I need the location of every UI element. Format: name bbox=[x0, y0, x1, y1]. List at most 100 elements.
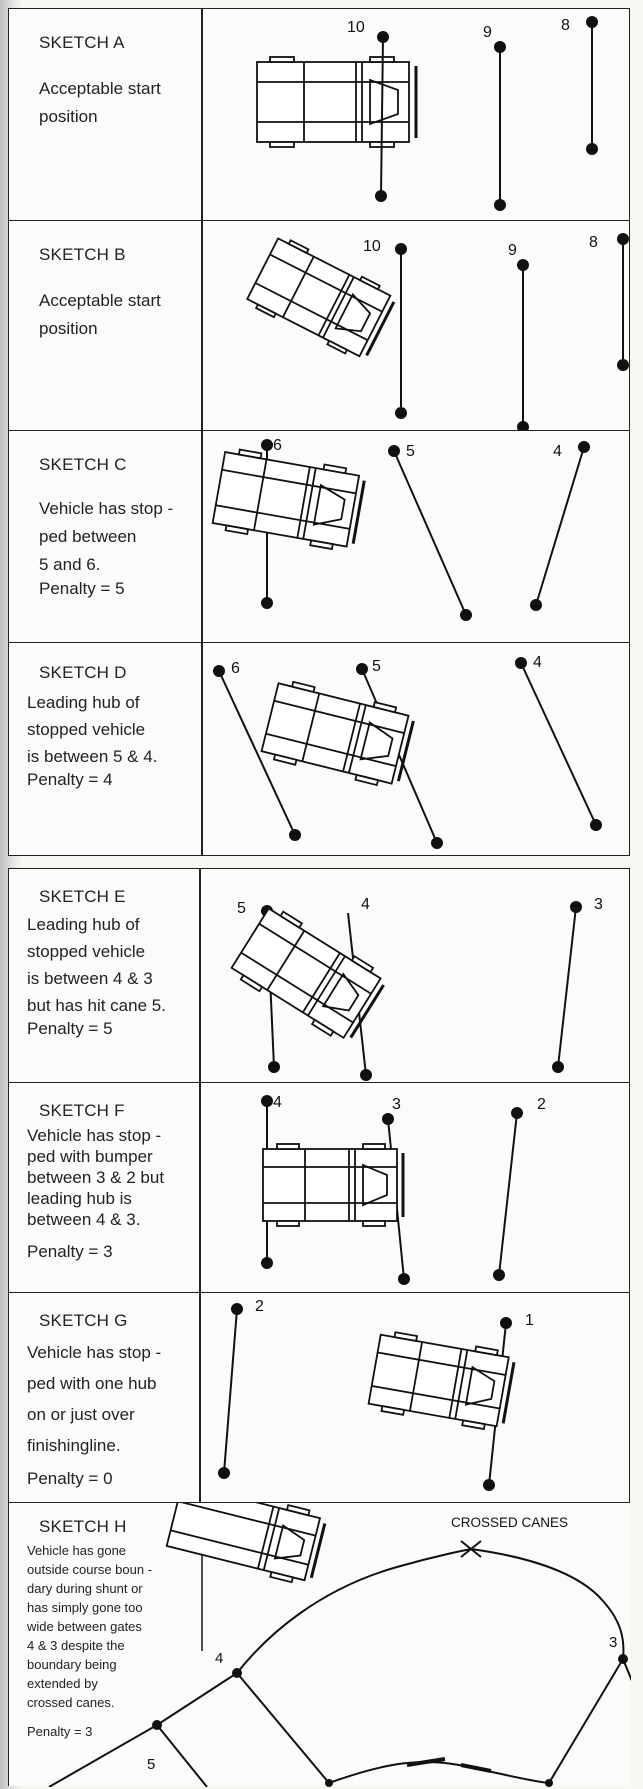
vehicle-icon bbox=[165, 1503, 327, 1584]
cane-5 bbox=[388, 445, 472, 621]
cane-label: 2 bbox=[537, 1096, 546, 1113]
vehicle-icon bbox=[260, 680, 415, 787]
cane-label: 4 bbox=[215, 1650, 223, 1667]
course-lines bbox=[48, 1658, 631, 1787]
sketch-h-label: SKETCH H Vehicle has gone outside course… bbox=[19, 1513, 209, 1739]
cane-label: 4 bbox=[533, 654, 542, 671]
cane-label: 9 bbox=[508, 242, 517, 259]
cane-label: 8 bbox=[561, 17, 570, 34]
sketch-title: SKETCH H bbox=[39, 1517, 127, 1536]
sketch-g-drawing: 2 1 bbox=[218, 1298, 534, 1491]
cane-8 bbox=[586, 16, 598, 155]
sketch-e-label: SKETCH E Leading hub of stopped vehicle … bbox=[19, 879, 199, 1039]
vehicle-icon bbox=[211, 448, 366, 551]
cane-3 bbox=[552, 901, 582, 1073]
sketch-g-panel: SKETCH G Vehicle has stop - ped with one… bbox=[8, 1292, 630, 1504]
cane-2 bbox=[218, 1303, 243, 1479]
cane-label: 6 bbox=[231, 660, 240, 677]
panel-divider bbox=[199, 1083, 201, 1293]
penalty-text: Penalty = 3 bbox=[27, 1724, 93, 1739]
cane-label: 4 bbox=[273, 1094, 282, 1111]
sketch-b-drawing: 10 9 8 bbox=[246, 233, 629, 433]
cane-label: 5 bbox=[237, 900, 246, 917]
sketch-e-panel: SKETCH E Leading hub of stopped vehicle … bbox=[8, 868, 630, 1084]
panel-divider bbox=[201, 431, 203, 643]
sketch-e-drawing: 5 4 3 bbox=[230, 896, 603, 1081]
cane-label: 5 bbox=[372, 658, 381, 675]
vehicle-icon bbox=[230, 907, 385, 1040]
sketch-description: Leading hub of stopped vehicle is betwee… bbox=[27, 915, 166, 1015]
cane-label: 10 bbox=[363, 238, 381, 255]
cane-label: 1 bbox=[525, 1312, 534, 1329]
penalty-text: Penalty = 3 bbox=[27, 1242, 113, 1261]
sketch-title: SKETCH C bbox=[39, 455, 127, 474]
penalty-text: Penalty = 5 bbox=[39, 579, 125, 598]
cane-label: 10 bbox=[347, 19, 365, 36]
cane-4 bbox=[515, 657, 602, 831]
vehicle-icon bbox=[256, 56, 418, 148]
sketch-description: Leading hub of stopped vehicle is betwee… bbox=[27, 693, 158, 766]
cane-label: 8 bbox=[589, 234, 598, 251]
sketch-description: Vehicle has stop - ped with one hub on o… bbox=[27, 1343, 162, 1455]
sketch-b-label: SKETCH B Acceptable start position bbox=[19, 231, 199, 343]
cane-4 bbox=[530, 441, 590, 611]
vehicle-icon bbox=[367, 1331, 516, 1431]
cane-label: 3 bbox=[594, 896, 603, 913]
cane-10 bbox=[375, 31, 389, 202]
sketch-title: SKETCH F bbox=[39, 1101, 125, 1120]
cane-10 bbox=[395, 243, 407, 419]
cane-label: 3 bbox=[392, 1096, 401, 1113]
sketch-f-label: SKETCH F Vehicle has stop - ped with bum… bbox=[19, 1093, 199, 1262]
sketch-description: Vehicle has gone outside course boun - d… bbox=[27, 1543, 153, 1710]
cane-label: 5 bbox=[406, 443, 415, 460]
cane-label: 6 bbox=[273, 437, 282, 454]
sketch-c-panel: SKETCH C Vehicle has stop - ped between … bbox=[8, 430, 630, 644]
sketch-title: SKETCH D bbox=[39, 663, 127, 682]
penalty-text: Penalty = 4 bbox=[27, 770, 113, 789]
cane-4-marker bbox=[232, 1668, 242, 1678]
sketch-h-panel: SKETCH H Vehicle has gone outside course… bbox=[8, 1502, 631, 1787]
sketch-d-label: SKETCH D Leading hub of stopped vehicle … bbox=[19, 653, 199, 790]
cane-label: 5 bbox=[147, 1756, 155, 1773]
penalty-text: Penalty = 5 bbox=[27, 1019, 113, 1038]
cane-label: 4 bbox=[361, 896, 370, 913]
cane-5-marker bbox=[152, 1720, 162, 1730]
cane-8 bbox=[617, 233, 629, 371]
cane-6 bbox=[213, 665, 301, 841]
cane-5-line bbox=[356, 663, 443, 849]
sketch-title: SKETCH B bbox=[39, 245, 126, 264]
sketch-title: SKETCH G bbox=[39, 1311, 128, 1330]
panel-divider bbox=[199, 1293, 201, 1503]
panel-divider bbox=[201, 643, 203, 855]
sketch-description: Vehicle has stop - ped between 5 and 6. bbox=[39, 499, 174, 574]
sketch-f-panel: SKETCH F Vehicle has stop - ped with bum… bbox=[8, 1082, 630, 1294]
sketch-a-drawing: 10 9 8 bbox=[256, 16, 598, 211]
sketch-b-panel: SKETCH B Acceptable start position bbox=[8, 220, 630, 433]
cane-label: 2 bbox=[255, 1298, 264, 1315]
panel-divider bbox=[201, 9, 203, 221]
sketch-c-drawing: 6 5 4 bbox=[211, 437, 590, 621]
sketch-a-label: SKETCH A Acceptable start position bbox=[19, 19, 199, 131]
sketch-title: SKETCH E bbox=[39, 887, 126, 906]
crossed-canes-label: CROSSED CANES bbox=[451, 1515, 568, 1530]
sketch-f-drawing: 4 3 2 bbox=[261, 1094, 546, 1285]
sketch-description: Acceptable start position bbox=[39, 291, 161, 338]
sketch-h-drawing: CROSSED CANES 4 3 5 bbox=[48, 1503, 631, 1787]
sketch-d-drawing: 6 5 4 bbox=[213, 654, 602, 849]
crossed-canes-icon bbox=[460, 1540, 482, 1558]
sketch-c-label: SKETCH C Vehicle has stop - ped between … bbox=[19, 441, 199, 599]
cane-9 bbox=[494, 41, 506, 211]
cane-3-marker bbox=[618, 1654, 628, 1664]
sketch-description: Acceptable start position bbox=[39, 79, 161, 126]
cane-label: 3 bbox=[609, 1634, 617, 1651]
cane-label: 4 bbox=[553, 443, 562, 460]
cane-label: 9 bbox=[483, 24, 492, 41]
cane-2 bbox=[493, 1107, 523, 1281]
penalty-text: Penalty = 0 bbox=[27, 1469, 113, 1488]
panel-divider bbox=[199, 869, 201, 1083]
sketch-description: Vehicle has stop - ped with bumper betwe… bbox=[27, 1126, 165, 1229]
sketch-a-panel: SKETCH A Acceptable start position bbox=[8, 8, 630, 222]
cane-9 bbox=[517, 259, 529, 433]
sketch-title: SKETCH A bbox=[39, 33, 125, 52]
vehicle-icon bbox=[262, 1143, 405, 1227]
